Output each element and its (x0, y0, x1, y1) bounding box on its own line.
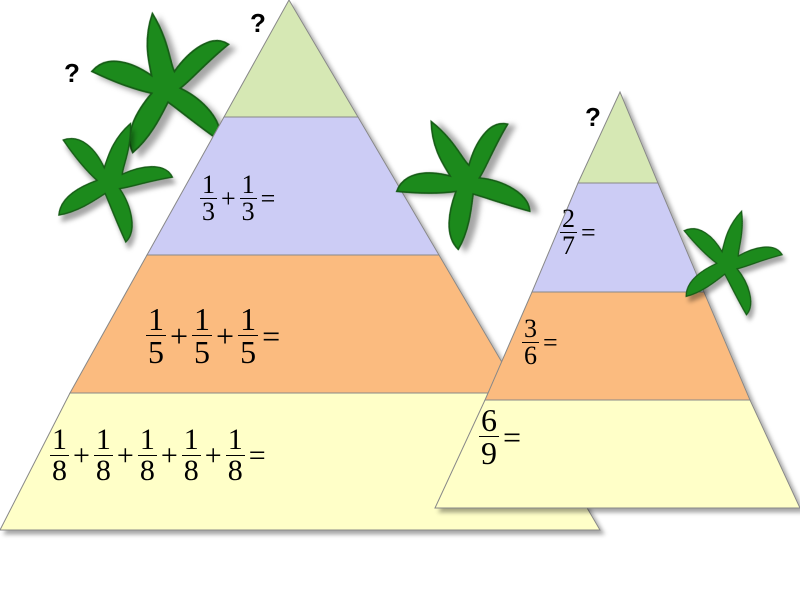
plus-sign: + (204, 438, 222, 472)
equals-sign: = (260, 183, 276, 213)
big-pyramid-row-2 (69, 254, 521, 394)
equals-sign: = (248, 438, 266, 472)
plus-sign: + (221, 183, 236, 213)
equals-sign: = (581, 217, 596, 247)
big-pyramid-row-1 (146, 116, 440, 256)
plus-sign: + (216, 317, 235, 354)
big-pyramid-top (223, 0, 359, 118)
small-pyramid (434, 90, 800, 509)
plus-sign: + (170, 317, 189, 354)
question-mark-left: ? (64, 58, 80, 88)
question-mark-small-top: ? (585, 102, 601, 132)
small-pyramid-row-3 (434, 399, 800, 509)
equals-sign: = (503, 418, 522, 455)
equals-sign: = (543, 327, 558, 357)
equals-sign: = (262, 317, 281, 354)
plus-sign: + (73, 438, 90, 472)
plus-sign: + (116, 438, 134, 472)
small-pyramid-row-1 (531, 182, 705, 293)
plus-sign: + (160, 438, 178, 472)
question-mark-big-top: ? (250, 8, 266, 38)
